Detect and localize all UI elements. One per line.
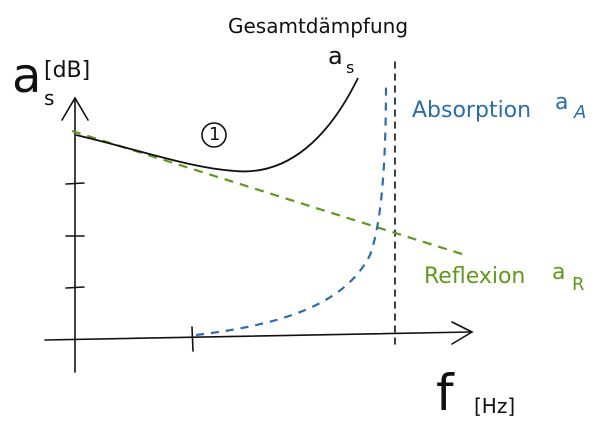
reflection-subscript: R [572, 274, 585, 295]
total-subscript: s [346, 58, 355, 77]
reflection-symbol: a [552, 260, 566, 285]
marker-number: 1 [209, 124, 221, 145]
total-symbol: a [328, 42, 343, 70]
y-axis-arrow [61, 96, 89, 121]
y-axis-unit: [dB] [44, 58, 91, 83]
total-label: Gesamtdämpfung [228, 14, 409, 38]
y-tick-3 [65, 286, 85, 289]
absorption-label: Absorption [412, 98, 532, 123]
total-curve [75, 77, 359, 173]
absorption-subscript: A [574, 102, 587, 123]
x-axis-arrow [451, 321, 474, 345]
x-axis-unit: [Hz] [474, 394, 516, 418]
absorption-curve [195, 81, 388, 337]
y-axis-symbol: a [12, 48, 42, 104]
x-tick [191, 326, 194, 352]
x-axis-line [44, 331, 471, 341]
y-axis-subscript: s [44, 86, 55, 110]
reflection-label: Reflexion [424, 264, 526, 289]
axes [44, 61, 474, 373]
absorption-symbol: a [555, 90, 569, 115]
marker-circle [201, 122, 227, 148]
y-tick-1 [65, 182, 85, 185]
x-axis-symbol: f [436, 364, 454, 422]
